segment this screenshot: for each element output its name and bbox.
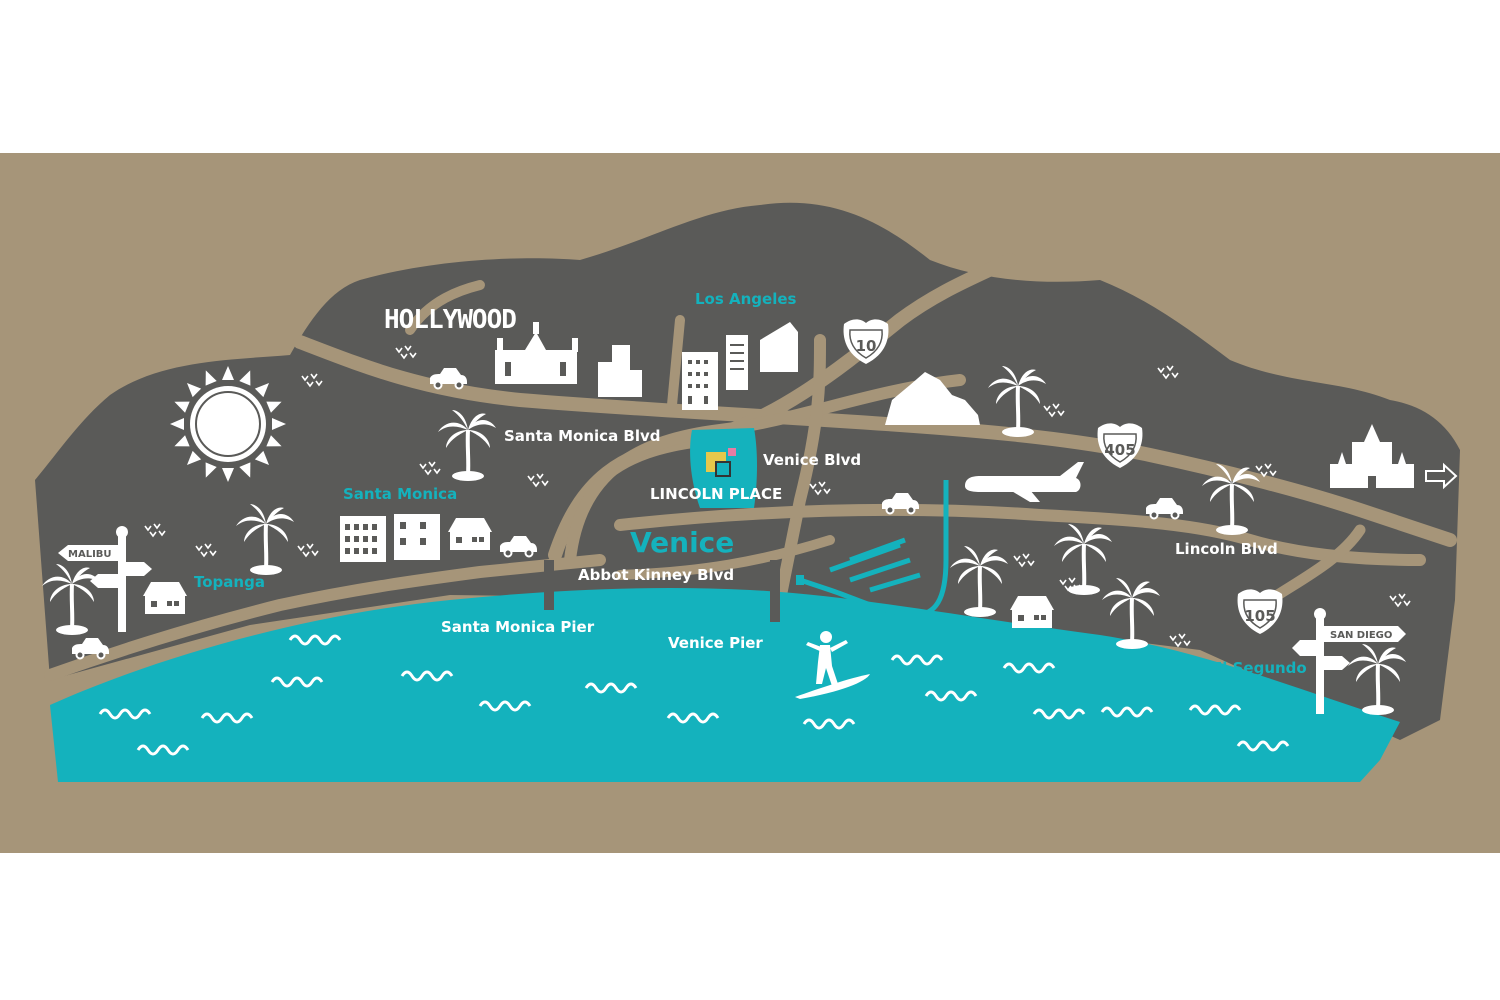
santa-monica-pier <box>544 560 554 610</box>
building-windows <box>688 344 744 404</box>
i105-label: 105 <box>1244 607 1275 625</box>
house-icon <box>143 582 187 614</box>
los-angeles-label: Los Angeles <box>695 290 797 308</box>
santa-monica-pier-label: Santa Monica Pier <box>441 618 595 636</box>
ocean <box>50 588 1400 782</box>
lincoln-place-label[interactable]: LINCOLN PLACE <box>650 485 782 503</box>
signpost-icon <box>1292 608 1406 714</box>
hotel-windows <box>345 522 426 554</box>
lincoln-blvd-road <box>614 503 1426 566</box>
topanga-label: Topanga <box>194 573 265 591</box>
lincoln-blvd-label: Lincoln Blvd <box>1175 540 1278 558</box>
lincoln-place-logo <box>706 448 736 477</box>
venice-label: Venice <box>630 526 734 559</box>
malibu-sign-label: MALIBU <box>68 549 112 560</box>
concert-hall-icon <box>885 372 980 425</box>
castle-icon <box>1330 424 1414 488</box>
west-spur-road <box>405 280 485 335</box>
venice-blvd-label: Venice Blvd <box>763 451 861 469</box>
abbot-kinney-blvd-label: Abbot Kinney Blvd <box>578 566 734 584</box>
marina-icon <box>796 480 949 618</box>
roads <box>44 253 1457 681</box>
hollywood-sign-label: HOLLYWOOD <box>384 305 516 335</box>
la-spur-road <box>667 315 685 410</box>
coast-road <box>44 554 606 681</box>
i405-label: 405 <box>1104 441 1135 459</box>
theater-icon <box>495 322 578 384</box>
san-diego-sign-label: SAN DIEGO <box>1330 630 1392 641</box>
venice-pier <box>770 560 780 622</box>
house-icon <box>448 518 492 550</box>
el-segundo-label: El Segundo <box>1212 659 1307 677</box>
house-icon <box>1010 596 1054 628</box>
santa-monica-blvd-road <box>293 335 1457 547</box>
santa-monica-blvd-label: Santa Monica Blvd <box>504 427 661 445</box>
sun-icon <box>170 366 286 482</box>
santa-monica-label: Santa Monica <box>343 485 457 503</box>
arrow-right-icon <box>1425 462 1458 490</box>
airplane-icon <box>965 462 1084 502</box>
i405-road <box>774 334 826 606</box>
i10-label: 10 <box>856 337 877 355</box>
surfer-icon <box>795 631 870 699</box>
hotel-icon <box>340 514 440 562</box>
venice-pier-label: Venice Pier <box>668 634 763 652</box>
lincoln-place-marker[interactable] <box>690 428 757 508</box>
abbot-kinney-road <box>615 535 835 580</box>
signpost-icon <box>58 526 152 632</box>
